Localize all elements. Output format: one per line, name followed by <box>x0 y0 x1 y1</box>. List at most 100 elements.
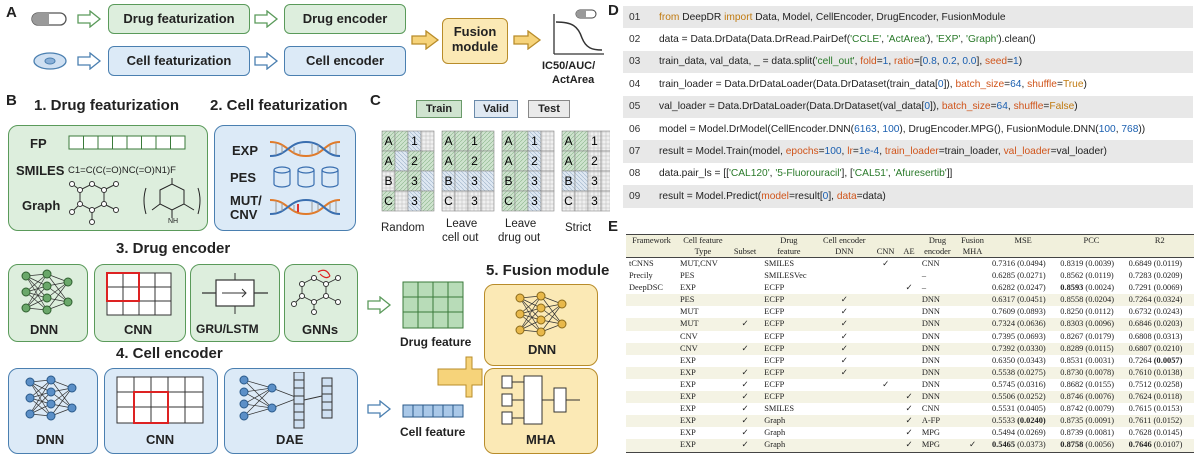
value-std: (0.0056) <box>1083 440 1115 450</box>
cell-column-label: 3 <box>471 174 478 188</box>
table-cell <box>956 318 989 331</box>
output-label-1: IC50/AUC/ <box>542 60 596 72</box>
fp-label: FP <box>30 136 47 151</box>
arrow-icon <box>367 296 392 314</box>
table-cell: 0.8742 (0.0079) <box>1060 404 1115 414</box>
arrow-icon <box>254 10 279 28</box>
table-cell: 0.5531 (0.0405) <box>991 404 1046 414</box>
table-cell <box>872 294 900 307</box>
code-token: 100 <box>824 146 842 158</box>
code-token: )) <box>1138 123 1146 135</box>
drug-feature-grid <box>402 281 464 329</box>
split-cell <box>574 130 589 152</box>
code-token: , <box>956 56 963 68</box>
code-token: , <box>1007 101 1014 113</box>
drug-encoder-gnn <box>284 264 358 342</box>
table-cell: 0.7291 (0.0069) <box>1128 283 1183 293</box>
code-token: model <box>761 190 789 202</box>
table-cell: 0.7609 (0.0893) <box>991 307 1046 317</box>
arrow-icon <box>411 30 440 50</box>
code-token: =val_loader) <box>1050 146 1107 158</box>
table-cell: DNN <box>918 318 957 331</box>
code-text: train_loader = Data.DrDataLoader(Data.Dr… <box>659 79 1087 90</box>
code-token: train_data, val_data, _ = data.split( <box>659 56 816 68</box>
table-cell: 0.7624 (0.0118) <box>1125 391 1194 404</box>
table-cell: DNN <box>918 366 957 379</box>
table-cell: ✓ <box>905 428 913 438</box>
line-number: 05 <box>629 101 641 113</box>
table-cell <box>956 379 989 391</box>
table-cell <box>899 270 919 282</box>
table-cell: EXP <box>680 355 696 365</box>
code-text: train_data, val_data, _ = data.split('ce… <box>659 56 1022 67</box>
drug-row-label: B <box>504 174 512 188</box>
code-token: ], <box>828 190 837 202</box>
table-cell: 0.6846 (0.0203) <box>1125 318 1194 331</box>
code-token: shuffle <box>1027 78 1057 90</box>
neural-network-icon <box>21 269 73 315</box>
table-cell: 0.8319 (0.0039) <box>1060 259 1115 268</box>
code-token: ), DrugEncoder.MPG(), FusionModule.DNN( <box>899 123 1099 135</box>
table-cell: ECFP <box>764 379 785 389</box>
table-cell <box>956 415 989 428</box>
line-number: 06 <box>629 123 641 135</box>
line-number: 03 <box>629 56 641 68</box>
table-cell: ✓ <box>840 331 848 341</box>
code-token: 100 <box>882 123 900 135</box>
table-cell <box>626 355 677 367</box>
best-value: 0.5465 <box>991 440 1015 450</box>
split-cell <box>600 150 610 172</box>
table-cell: DNN <box>918 294 957 307</box>
table-cell: EXP <box>677 415 729 428</box>
table-cell: 0.5506 (0.0252) <box>988 391 1058 404</box>
table-cell: 0.8250 (0.0112) <box>1060 307 1114 317</box>
value-std: (0.0373) <box>1015 440 1046 450</box>
table-cell: 0.5538 (0.0275) <box>988 366 1058 379</box>
code-token: ) <box>1083 78 1087 90</box>
cnn-grid-icon <box>116 376 204 424</box>
legend-train: Train <box>416 100 462 118</box>
table-cell: ECFP <box>761 318 817 331</box>
split-leave-cell-label-1: Leave <box>446 218 478 230</box>
table-cell: ✓ <box>728 391 762 404</box>
table-cell: ✓ <box>728 366 762 379</box>
code-token: , <box>936 56 943 68</box>
line-number: 07 <box>629 146 641 158</box>
table-cell: ✓ <box>840 307 848 317</box>
table-cell: MUT <box>677 318 729 331</box>
fusion-module-box: Fusion module <box>442 18 508 64</box>
drug-row-label: C <box>504 194 513 208</box>
table-cell: 0.7283 (0.0209) <box>1128 271 1183 281</box>
table-cell <box>872 318 900 331</box>
split-cell <box>600 170 610 192</box>
drug-row-label: A <box>504 134 512 148</box>
drug-row-label: A <box>444 154 452 168</box>
code-text: val_loader = Data.DrDataLoader(Data.DrDa… <box>659 101 1078 112</box>
legend-valid: Valid <box>474 100 518 118</box>
table-cell: DNN <box>918 342 957 355</box>
split-leave-cell-label-2: cell out <box>442 232 479 244</box>
table-header: MSE <box>988 234 1058 246</box>
code-text: result = Model.Train(model, epochs=100, … <box>659 146 1107 157</box>
table-cell: ✓ <box>899 415 919 428</box>
panel-a-label: A <box>6 4 17 21</box>
table-cell: tCNNS <box>629 259 654 268</box>
table-cell <box>817 282 873 294</box>
table-cell: ✓ <box>840 355 848 365</box>
table-header <box>626 246 678 258</box>
table-cell <box>729 331 761 343</box>
line-number: 09 <box>629 190 641 202</box>
split-cell <box>480 170 495 192</box>
code-token: =train_loader, <box>938 146 1004 158</box>
panel-e-label: E <box>608 218 619 235</box>
best-value: 0.8758 <box>1060 440 1084 450</box>
table-cell: ✓ <box>899 391 919 404</box>
split-cell <box>514 150 529 172</box>
table-header <box>728 234 762 246</box>
